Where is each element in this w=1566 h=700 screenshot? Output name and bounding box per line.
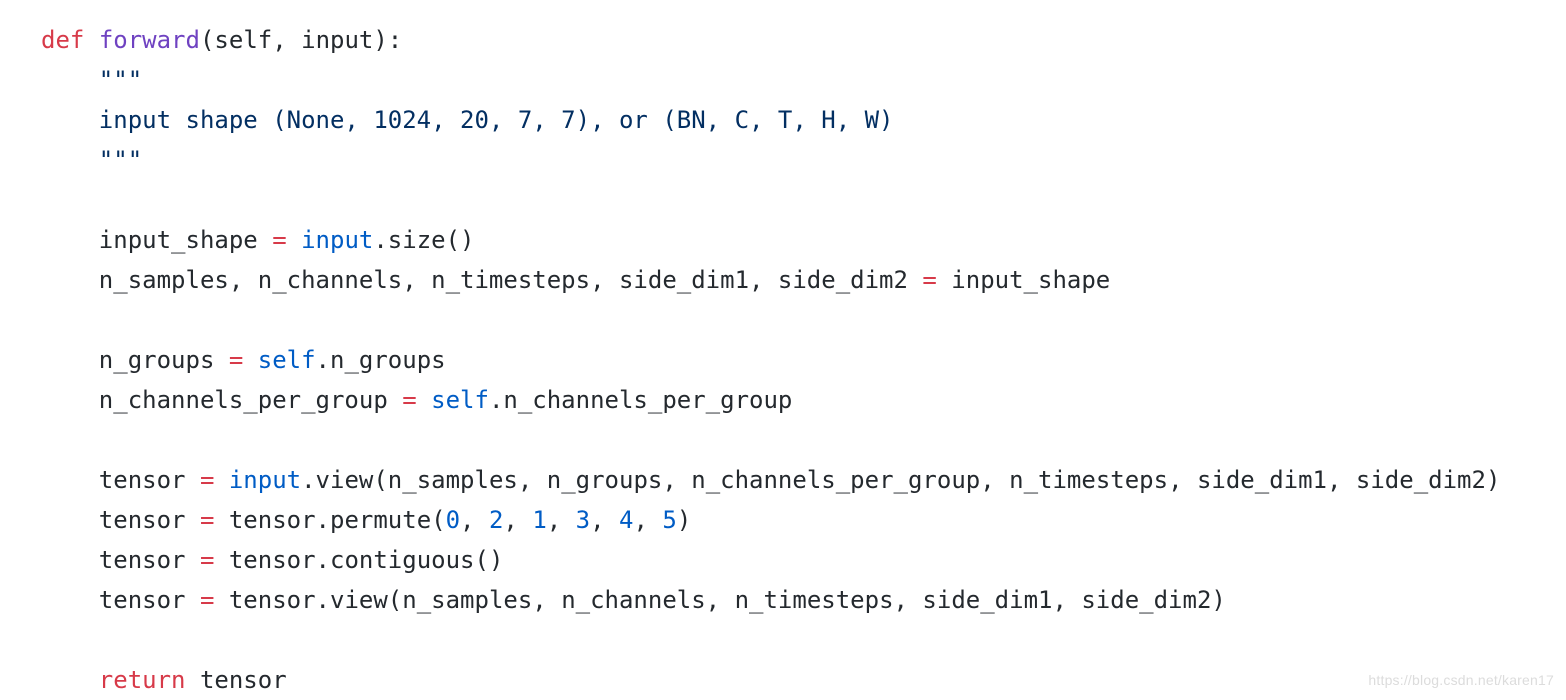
operator-token: =: [228, 346, 244, 374]
plain-token: tensor.view(n_samples, n_channels, n_tim…: [214, 586, 1226, 614]
code-line: tensor = tensor.contiguous(): [41, 540, 1500, 580]
number-token: 0: [445, 506, 461, 534]
code-line: [41, 300, 1500, 340]
operator-token: =: [199, 506, 215, 534]
plain-token: [41, 666, 99, 694]
operator-token: =: [199, 546, 215, 574]
plain-token: .n_channels_per_group: [488, 386, 793, 414]
string-token: input shape (None, 1024, 20, 7, 7), or (…: [41, 106, 894, 134]
keyword-token: return: [98, 666, 186, 694]
number-token: 3: [575, 506, 591, 534]
code-line: n_channels_per_group = self.n_channels_p…: [41, 380, 1500, 420]
watermark: https://blog.csdn.net/karen17: [1368, 672, 1554, 688]
code-line: [41, 180, 1500, 220]
plain-token: ): [676, 506, 692, 534]
plain-token: tensor: [41, 506, 200, 534]
plain-token: n_channels_per_group: [41, 386, 403, 414]
code-line: [41, 620, 1500, 660]
code-line: [41, 420, 1500, 460]
plain-token: n_groups: [41, 346, 229, 374]
plain-token: tensor.permute(: [214, 506, 446, 534]
plain-token: .n_groups: [315, 346, 446, 374]
operator-token: =: [922, 266, 937, 294]
plain-token: tensor.contiguous(): [214, 546, 504, 574]
code-line: def forward(self, input):: [41, 20, 1500, 60]
plain-token: input_shape: [936, 266, 1111, 294]
plain-token: ,: [503, 506, 533, 534]
plain-token: [243, 346, 257, 374]
number-token: 1: [532, 506, 547, 534]
plain-token: .size(): [373, 226, 475, 254]
builtin-token: input: [228, 466, 302, 494]
plain-token: ,: [460, 506, 489, 534]
builtin-token: self: [431, 386, 489, 414]
plain-token: ,: [546, 506, 576, 534]
plain-token: tensor: [41, 546, 200, 574]
function-name-token: forward: [98, 26, 200, 54]
code-line: tensor = tensor.permute(0, 2, 1, 3, 4, 5…: [41, 500, 1500, 540]
code-line: input shape (None, 1024, 20, 7, 7), or (…: [41, 100, 1500, 140]
code-line: tensor = input.view(n_samples, n_groups,…: [41, 460, 1501, 500]
plain-token: [214, 466, 228, 494]
operator-token: =: [272, 226, 287, 254]
code-line: """: [41, 60, 1500, 100]
plain-token: (self, input):: [199, 26, 403, 54]
plain-token: ,: [590, 506, 620, 534]
code-line: n_groups = self.n_groups: [41, 340, 1500, 380]
plain-token: [417, 386, 431, 414]
code-line: n_samples, n_channels, n_timesteps, side…: [41, 260, 1500, 300]
plain-token: n_samples, n_channels, n_timesteps, side…: [41, 266, 923, 294]
builtin-token: self: [257, 346, 316, 374]
plain-token: [287, 226, 301, 254]
code-line: return tensor: [41, 660, 1500, 700]
number-token: 2: [488, 506, 504, 534]
code-line: input_shape = input.size(): [41, 220, 1500, 260]
number-token: 5: [662, 506, 677, 534]
keyword-token: def: [41, 26, 85, 54]
plain-token: [84, 26, 98, 54]
plain-token: .view(n_samples, n_groups, n_channels_pe…: [301, 466, 1501, 494]
string-token: """: [41, 146, 143, 174]
number-token: 4: [619, 506, 634, 534]
plain-token: tensor: [41, 466, 200, 494]
code-line: tensor = tensor.view(n_samples, n_channe…: [41, 580, 1500, 620]
builtin-token: input: [301, 226, 374, 254]
plain-token: input_shape: [41, 226, 273, 254]
plain-token: ,: [633, 506, 663, 534]
operator-token: =: [402, 386, 417, 414]
code-line: """: [41, 140, 1500, 180]
code-block: def forward(self, input): """ input shap…: [41, 20, 1500, 700]
plain-token: tensor: [41, 586, 200, 614]
string-token: """: [41, 66, 143, 94]
plain-token: tensor: [185, 666, 287, 694]
operator-token: =: [199, 466, 215, 494]
operator-token: =: [199, 586, 215, 614]
